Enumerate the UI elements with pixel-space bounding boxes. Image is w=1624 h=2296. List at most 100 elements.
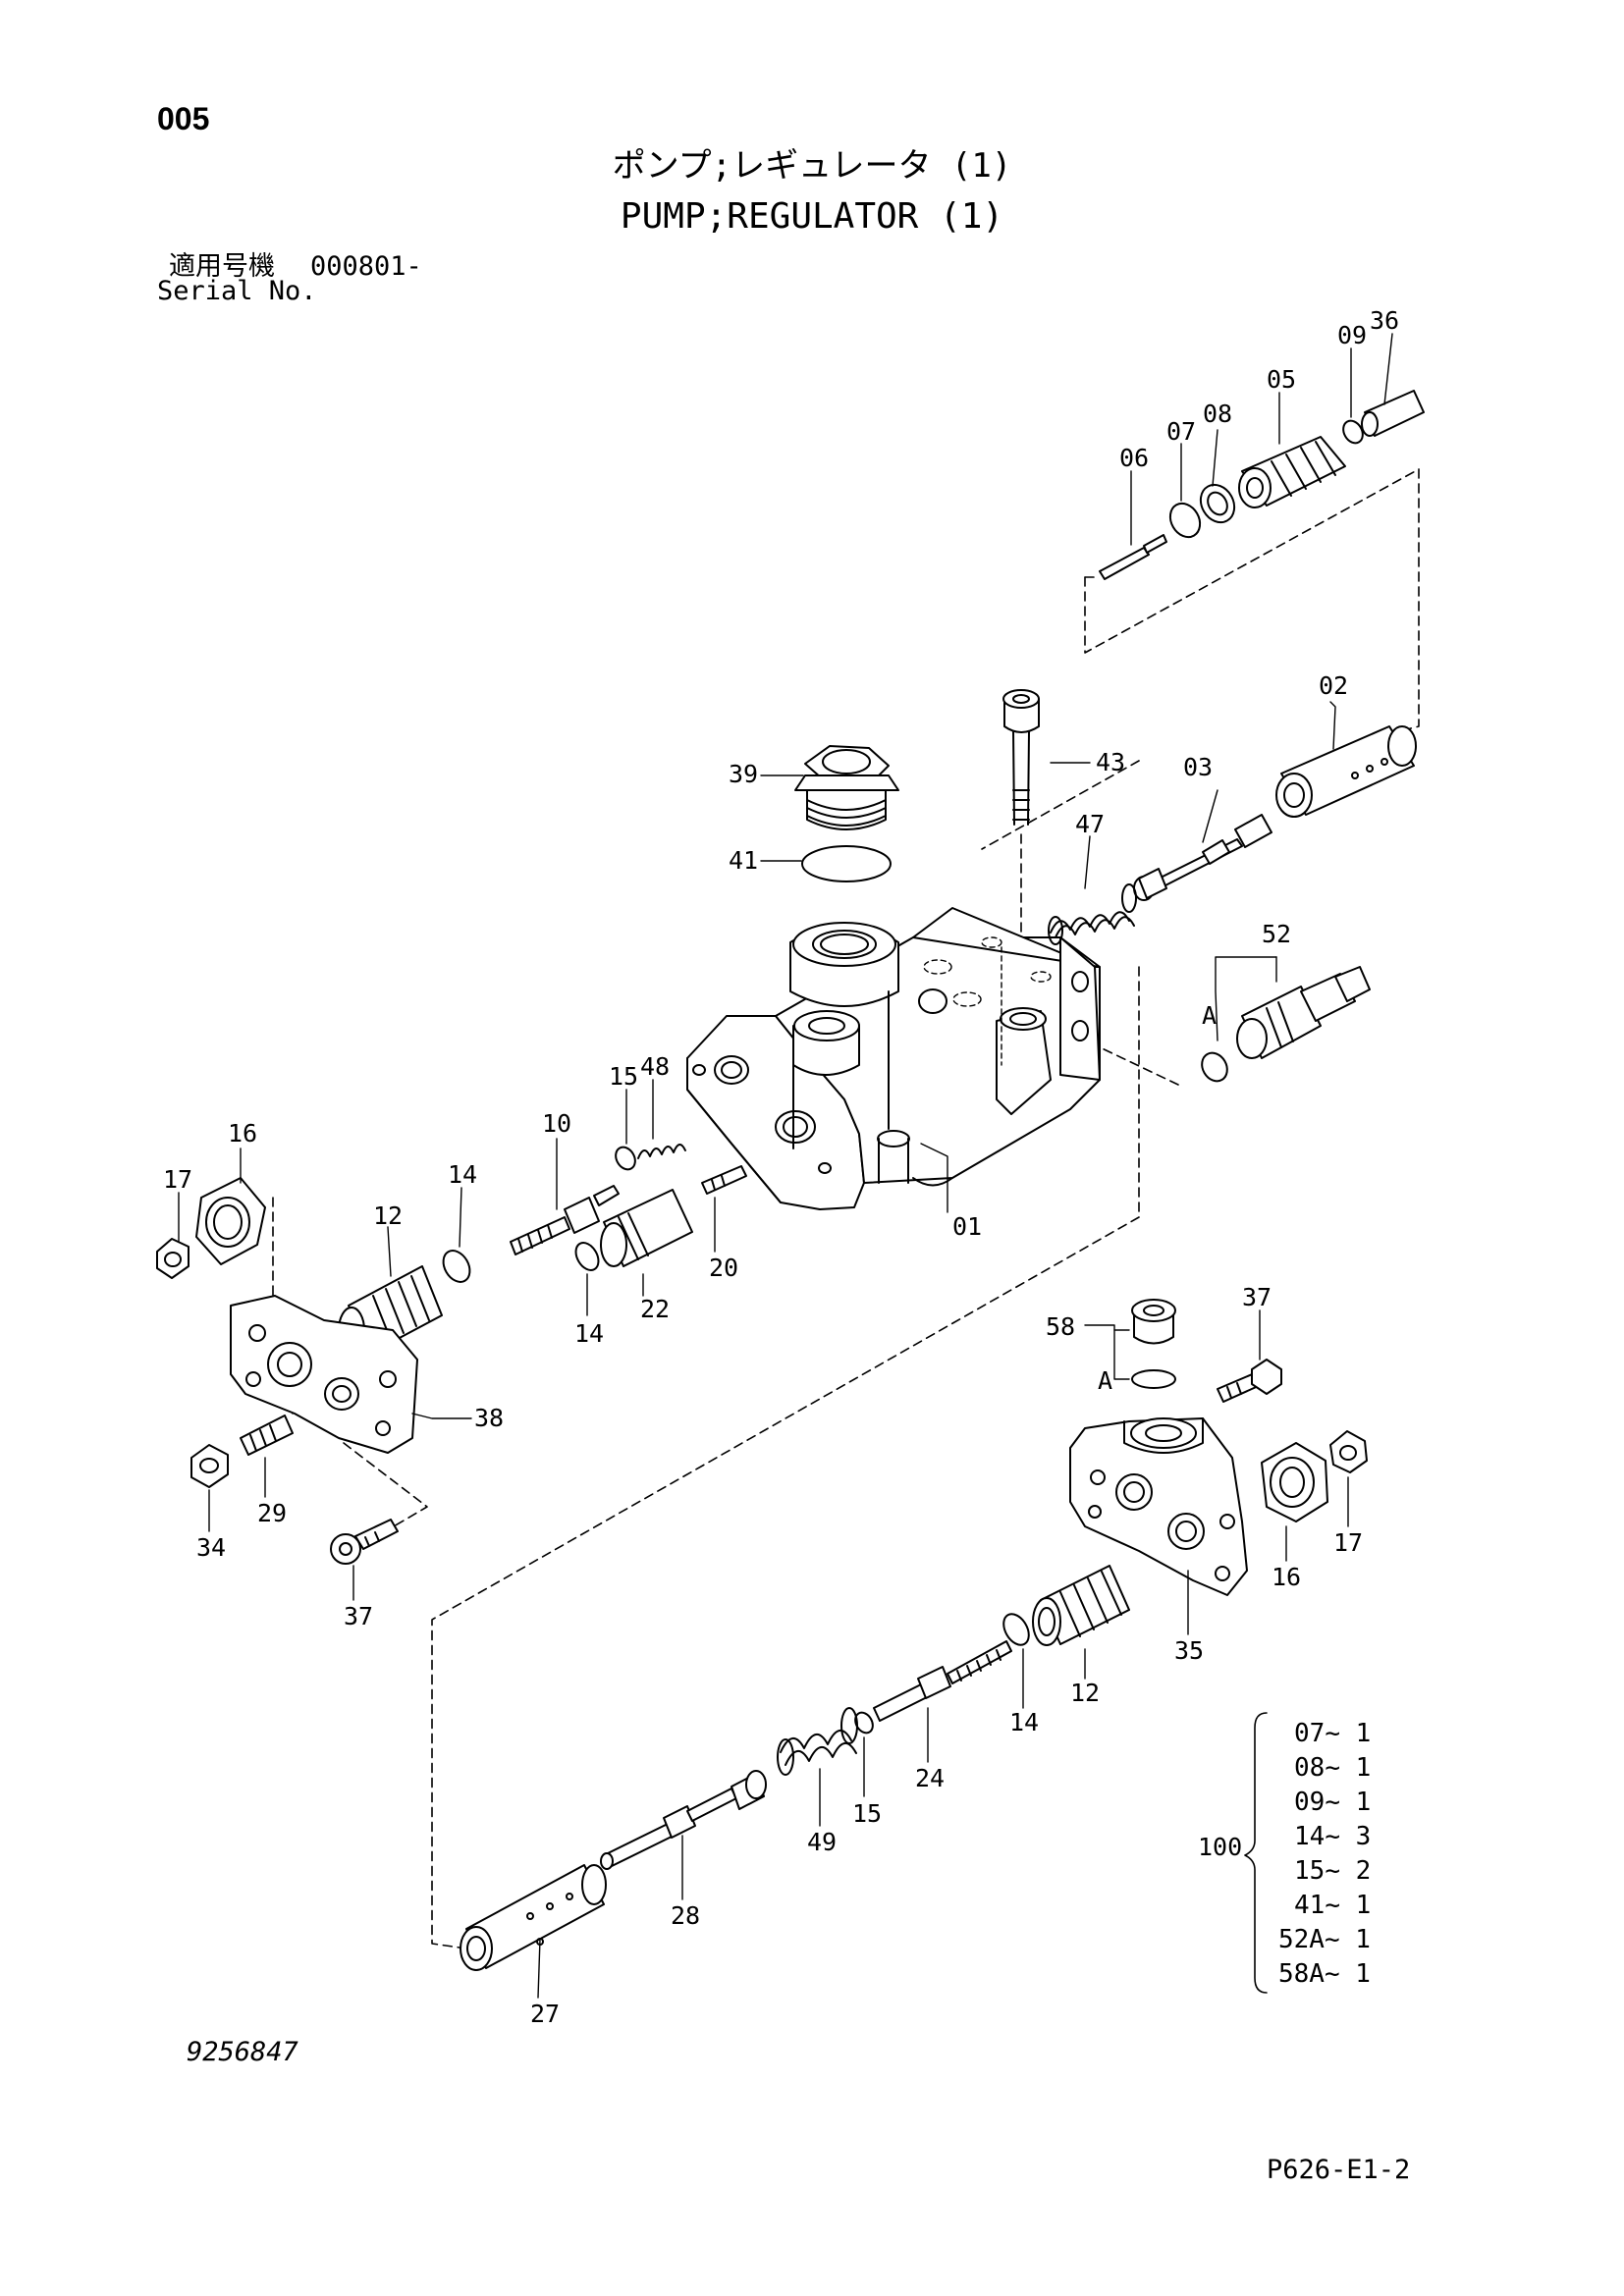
o-ring-07 xyxy=(1168,443,1202,539)
callout-14-mid: 14 xyxy=(574,1319,604,1348)
callout-16-right: 16 xyxy=(1272,1563,1301,1591)
spool-10 xyxy=(510,1138,620,1255)
kit-item: 07~ 1 xyxy=(1294,1719,1372,1748)
callout-29: 29 xyxy=(257,1499,287,1527)
callout-01: 01 xyxy=(952,1212,982,1241)
sleeve-27 xyxy=(460,1864,607,1999)
callout-14-bottom: 14 xyxy=(1009,1708,1039,1736)
callout-34: 34 xyxy=(196,1533,226,1562)
callout-43: 43 xyxy=(1096,748,1125,776)
nut-16-left xyxy=(195,1148,266,1265)
kit-item: 41~ 1 xyxy=(1294,1891,1372,1920)
callout-08: 08 xyxy=(1203,400,1232,428)
callout-10: 10 xyxy=(542,1109,571,1138)
o-ring-14-mid xyxy=(574,1242,600,1316)
kit-item: 15~ 2 xyxy=(1294,1856,1372,1886)
callout-37-left: 37 xyxy=(344,1602,373,1630)
plug-58 xyxy=(1084,1299,1176,1389)
kit-bracket xyxy=(1244,1712,1268,1994)
spool-28 xyxy=(600,1770,767,1900)
spring-48 xyxy=(637,1079,686,1159)
piston-22 xyxy=(600,1189,693,1297)
plug-36 xyxy=(1361,333,1425,437)
serial-label-japanese: 適用号機 xyxy=(169,251,275,282)
nut-16-right xyxy=(1261,1442,1328,1562)
callout-20: 20 xyxy=(709,1254,738,1282)
spring-47 xyxy=(1048,835,1137,945)
callout-58: 58 xyxy=(1046,1312,1075,1341)
callout-41: 41 xyxy=(729,846,758,875)
callout-14-top: 14 xyxy=(448,1160,477,1189)
kit-label: 100 xyxy=(1198,1833,1242,1861)
callout-15-bottom: 15 xyxy=(852,1799,882,1828)
o-ring-41 xyxy=(760,845,892,882)
bolt-37-left xyxy=(330,1519,399,1601)
spool-24 xyxy=(873,1640,1012,1763)
nut-17-left xyxy=(156,1192,189,1279)
callout-17-left: 17 xyxy=(163,1165,192,1194)
callout-39: 39 xyxy=(729,760,758,788)
callout-35: 35 xyxy=(1174,1636,1204,1665)
o-ring-09 xyxy=(1342,347,1364,445)
callout-06: 06 xyxy=(1119,444,1149,472)
kit-item: 52A~ 1 xyxy=(1278,1925,1371,1954)
callout-12-top: 12 xyxy=(373,1201,403,1230)
callout-24: 24 xyxy=(915,1764,945,1792)
callout-52: 52 xyxy=(1262,920,1291,948)
callout-37-right: 37 xyxy=(1242,1283,1272,1311)
o-ring-14-top xyxy=(442,1187,471,1283)
bolt-43 xyxy=(1002,689,1091,826)
callout-03: 03 xyxy=(1183,753,1213,781)
callout-47: 47 xyxy=(1075,810,1105,838)
plug-39 xyxy=(760,745,899,830)
title-japanese: ポンプ;レギュレータ (1) xyxy=(612,146,1012,186)
sensor-52 xyxy=(1201,956,1371,1083)
title-english: PUMP;REGULATOR (1) xyxy=(620,196,1004,237)
callout-48: 48 xyxy=(640,1052,670,1081)
callout-02: 02 xyxy=(1319,671,1348,700)
callout-38: 38 xyxy=(474,1404,504,1432)
serial-value: 000801- xyxy=(310,251,422,282)
callout-15-top: 15 xyxy=(609,1062,638,1091)
screw-29 xyxy=(240,1415,294,1498)
kit-item: 09~ 1 xyxy=(1294,1788,1372,1817)
spring-49 xyxy=(777,1707,858,1827)
callout-27: 27 xyxy=(530,2000,560,2028)
spool-03 xyxy=(1133,789,1272,901)
dashed-guide-lines xyxy=(272,468,1420,1949)
callout-07: 07 xyxy=(1166,417,1196,446)
callout-05: 05 xyxy=(1267,365,1296,394)
callout-22: 22 xyxy=(640,1295,670,1323)
callout-A-bottom: A xyxy=(1098,1366,1112,1395)
serial-label-english: Serial No. xyxy=(157,276,317,306)
nut-34 xyxy=(190,1444,229,1532)
o-ring-15-top xyxy=(615,1089,636,1171)
page-code: P626-E1-2 xyxy=(1267,2155,1411,2185)
pin-20 xyxy=(701,1165,747,1253)
sleeve-12-bottom xyxy=(1032,1565,1130,1680)
callout-17-right: 17 xyxy=(1333,1528,1363,1557)
callout-16-left: 16 xyxy=(228,1119,257,1148)
cover-38 xyxy=(230,1295,472,1454)
spool-sleeve-02 xyxy=(1275,701,1417,818)
nut-17-right xyxy=(1329,1430,1368,1527)
bolt-37-right xyxy=(1217,1309,1282,1403)
o-ring-14-bottom xyxy=(1002,1613,1030,1709)
callout-36: 36 xyxy=(1370,306,1399,335)
page-number: 005 xyxy=(157,101,210,136)
callout-09: 09 xyxy=(1337,321,1367,349)
callout-28: 28 xyxy=(671,1901,700,1930)
valve-body-01 xyxy=(686,907,1101,1213)
callout-A-top: A xyxy=(1202,1001,1217,1030)
callout-49: 49 xyxy=(807,1828,837,1856)
kit-item: 08~ 1 xyxy=(1294,1753,1372,1783)
sleeve-05 xyxy=(1238,392,1346,508)
drawing-number: 9256847 xyxy=(187,2037,298,2067)
ring-08 xyxy=(1199,429,1236,524)
kit-item: 14~ 3 xyxy=(1294,1822,1372,1851)
cover-35 xyxy=(1069,1417,1248,1635)
pin-06 xyxy=(1099,470,1167,580)
kit-item: 58A~ 1 xyxy=(1278,1959,1371,1989)
